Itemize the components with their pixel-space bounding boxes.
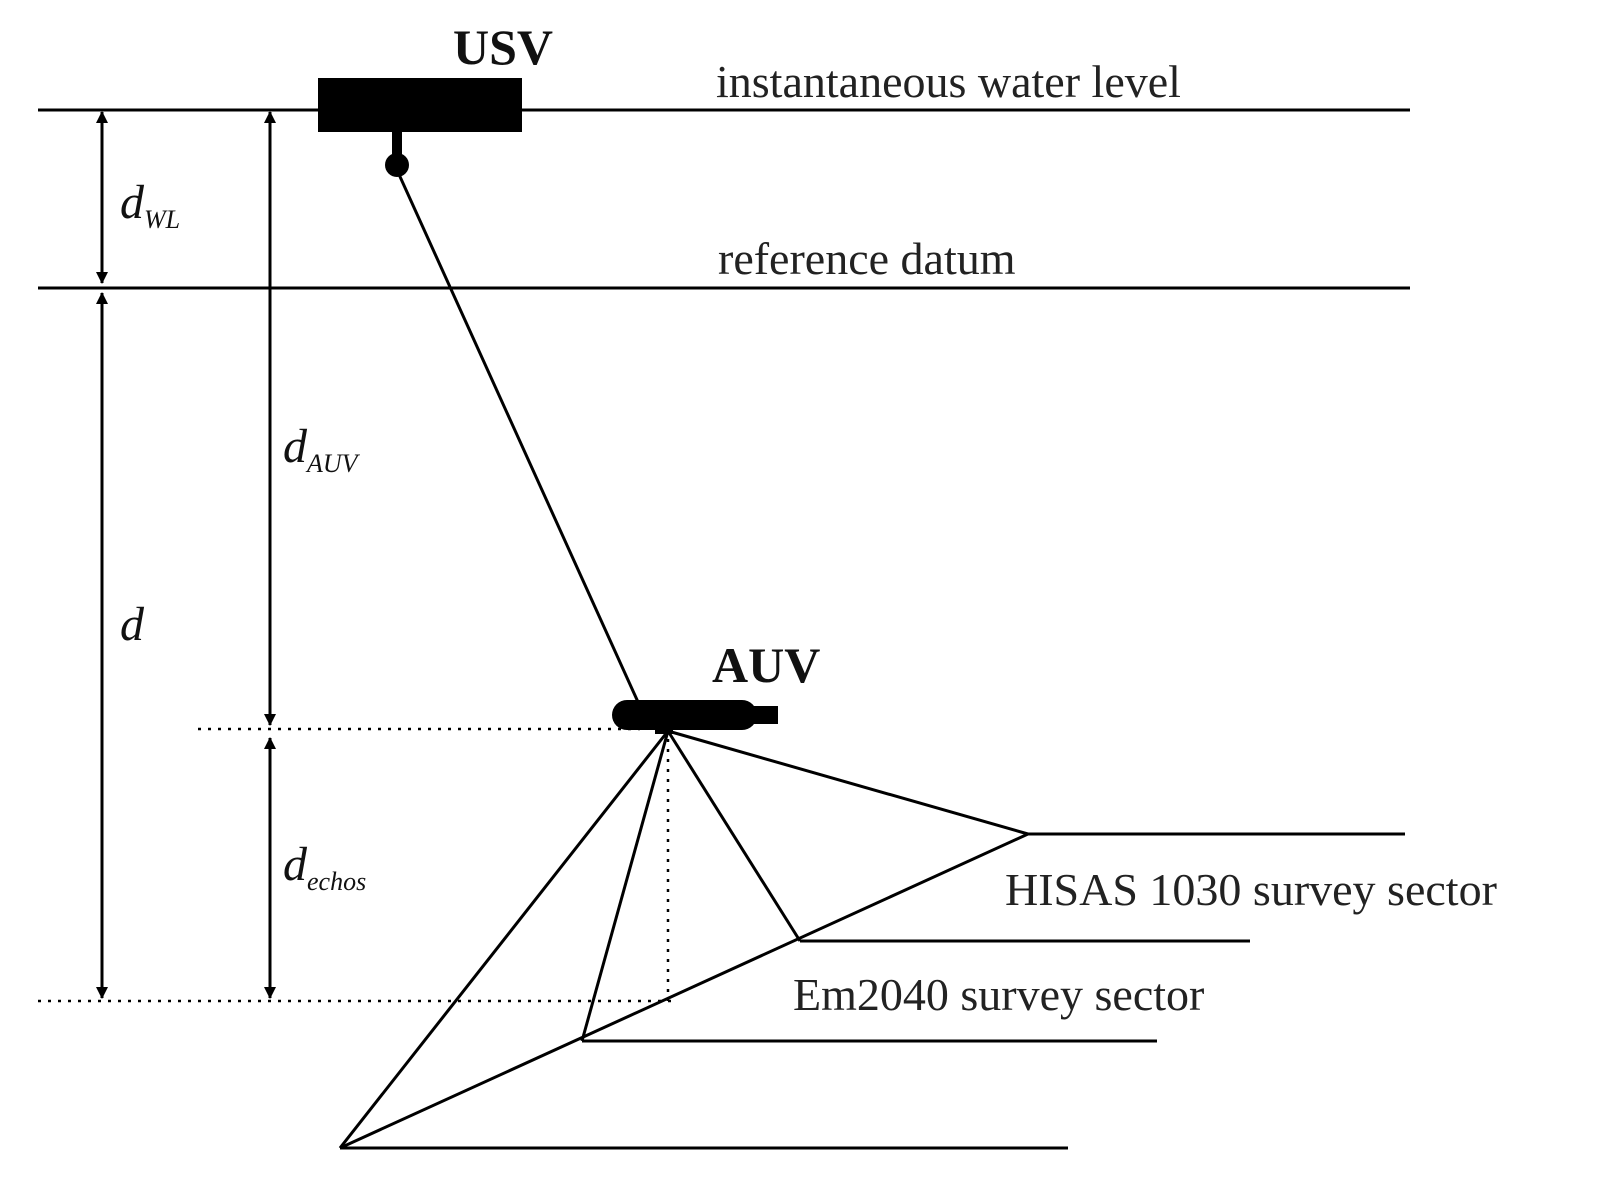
auv-label: AUV (712, 637, 820, 693)
beam-hisas-outer (667, 729, 1029, 836)
beam-hisas-inner (338, 730, 670, 1149)
hisas-sector-label: HISAS 1030 survey sector (1005, 864, 1497, 915)
beam-em2040-inner (580, 730, 670, 1042)
reference-datum-label: reference datum (718, 233, 1016, 284)
tether-line (395, 169, 640, 703)
d-echos-symbol: dechos (283, 838, 366, 896)
auv-vehicle (612, 700, 778, 734)
d-auv-symbol: dAUV (283, 420, 361, 478)
usv-label: USV (453, 19, 553, 75)
water-level-label: instantaneous water level (716, 56, 1181, 107)
d-wl-symbol: dWL (120, 176, 180, 234)
em2040-sector-label: Em2040 survey sector (793, 969, 1204, 1020)
usv-vessel (318, 78, 522, 177)
seabed-slope-line (339, 832, 1029, 1150)
d-symbol: d (120, 598, 145, 651)
beam-em2040-outer (666, 730, 802, 942)
